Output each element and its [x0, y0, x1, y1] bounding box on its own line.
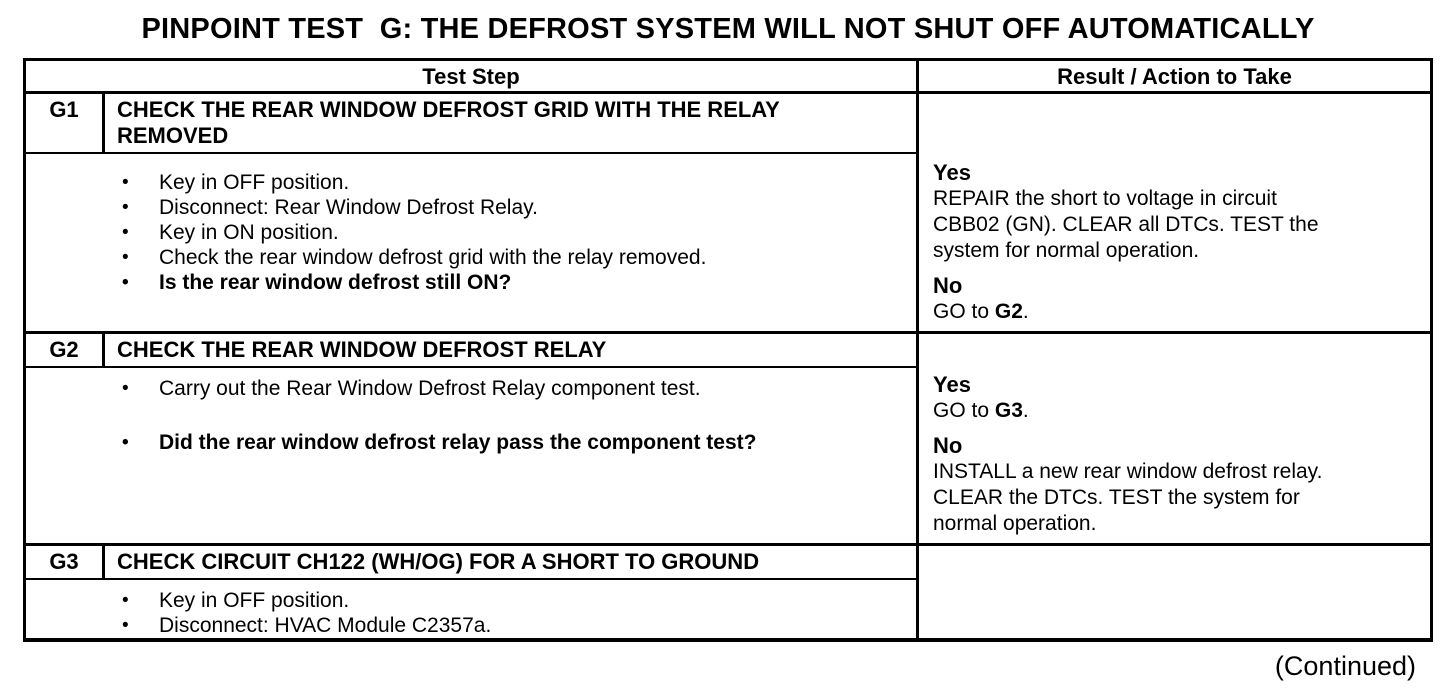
page: PINPOINT TEST G: THE DEFROST SYSTEM WILL… — [0, 13, 1456, 682]
goto-suffix: . — [1022, 300, 1029, 323]
bullet-text: Key in OFF position. — [159, 171, 350, 194]
pinpoint-test-table: Test Step Result / Action to Take G1 CHE… — [23, 58, 1433, 642]
bullet-item: • Key in OFF position. — [122, 170, 906, 195]
result-no-action-line: CLEAR the DTCs. TEST the system for — [933, 486, 1300, 509]
bullet-item: • Key in OFF position. — [122, 588, 906, 613]
goto-text: GO to — [933, 300, 995, 323]
bullet-item: • Carry out the Rear Window Defrost Relay… — [122, 376, 906, 401]
step-heading-row: G2 CHECK THE REAR WINDOW DEFROST RELAY — [26, 334, 916, 368]
result-yes-label: Yes — [933, 372, 971, 397]
bullet-text: Did the rear window defrost relay pass t… — [159, 431, 757, 454]
goto-target: G2 — [994, 300, 1023, 323]
bullet-text: Key in OFF position. — [159, 589, 350, 612]
step-bullet-list: • Key in OFF position. • Disconnect: Rear … — [26, 154, 916, 324]
step-code: G1 — [26, 94, 105, 152]
bullet-text: Check the rear window defrost grid with … — [159, 246, 707, 269]
step-code: G3 — [26, 546, 105, 578]
result-cell-g3 — [916, 546, 1430, 638]
result-no-action-line: INSTALL a new rear window defrost relay. — [933, 460, 1323, 483]
bullet-item: • Disconnect: HVAC Module C2357a. — [122, 613, 906, 638]
bullet-icon: • — [122, 432, 129, 453]
column-header-result-action: Result / Action to Take — [916, 61, 1430, 91]
page-title: PINPOINT TEST G: THE DEFROST SYSTEM WILL… — [141, 13, 1315, 45]
bullet-icon: • — [122, 172, 129, 193]
step-code: G2 — [26, 334, 105, 366]
bullet-text: Carry out the Rear Window Defrost Relay … — [159, 377, 701, 400]
goto-suffix: . — [1022, 399, 1029, 422]
bullet-text: Disconnect: Rear Window Defrost Relay. — [159, 196, 538, 219]
result-no-label: No — [933, 433, 963, 458]
result-no-action-line: GO to G2. — [933, 299, 1424, 325]
goto-text: GO to — [933, 399, 995, 422]
bullet-icon: • — [122, 590, 129, 611]
bullet-item-question: • Is the rear window defrost still ON? — [122, 270, 906, 295]
result-cell-g2: Yes GO to G3. No INSTALL a new rear wind… — [916, 334, 1430, 543]
step-bullet-list: • Key in OFF position. • Disconnect: HVAC … — [26, 580, 916, 638]
table-header-row: Test Step Result / Action to Take — [26, 61, 1430, 94]
result-yes-action-line: GO to G3. — [933, 398, 1424, 424]
result-yes-action-line: CBB02 (GN). CLEAR all DTCs. TEST the — [933, 213, 1319, 236]
result-no-label: No — [933, 273, 963, 298]
step-row-g3: G3 CHECK CIRCUIT CH122 (WH/OG) FOR A SHO… — [26, 543, 1430, 638]
step-heading-row: G3 CHECK CIRCUIT CH122 (WH/OG) FOR A SHO… — [26, 546, 916, 580]
bullet-text: Disconnect: HVAC Module C2357a. — [159, 614, 492, 637]
bullet-item-question: • Did the rear window defrost relay pass … — [122, 430, 906, 455]
step-bullet-list: • Carry out the Rear Window Defrost Relay… — [26, 368, 916, 533]
bullet-text: Is the rear window defrost still ON? — [159, 271, 512, 294]
bullet-icon: • — [122, 615, 129, 636]
bullet-icon: • — [122, 222, 129, 243]
goto-target: G3 — [994, 399, 1023, 422]
result-no-action-line: normal operation. — [933, 512, 1097, 535]
bullet-icon: • — [122, 197, 129, 218]
bullet-icon: • — [122, 247, 129, 268]
bullet-item: • Disconnect: Rear Window Defrost Relay. — [122, 195, 906, 220]
continued-note: (Continued) — [1274, 651, 1416, 681]
column-header-test-step: Test Step — [422, 64, 520, 89]
result-yes-action-line: system for normal operation. — [933, 239, 1200, 262]
result-yes-action-line: REPAIR the short to voltage in circuit — [933, 187, 1277, 210]
step-heading: CHECK THE REAR WINDOW DEFROST GRID WITH … — [117, 97, 780, 148]
step-row-g2: G2 CHECK THE REAR WINDOW DEFROST RELAY •… — [26, 331, 1430, 543]
step-row-g1: G1 CHECK THE REAR WINDOW DEFROST GRID WI… — [26, 94, 1430, 331]
bullet-item: • Key in ON position. — [122, 220, 906, 245]
bullet-icon: • — [122, 272, 129, 293]
result-cell-g1: Yes REPAIR the short to voltage in circu… — [916, 94, 1430, 331]
step-heading-row: G1 CHECK THE REAR WINDOW DEFROST GRID WI… — [26, 94, 916, 154]
result-yes-label: Yes — [933, 160, 971, 185]
step-heading: CHECK CIRCUIT CH122 (WH/OG) FOR A SHORT … — [117, 549, 760, 574]
bullet-item: • Check the rear window defrost grid with… — [122, 245, 906, 270]
step-heading: CHECK THE REAR WINDOW DEFROST RELAY — [117, 337, 607, 362]
bullet-icon: • — [122, 378, 129, 399]
bullet-text: Key in ON position. — [159, 221, 339, 244]
